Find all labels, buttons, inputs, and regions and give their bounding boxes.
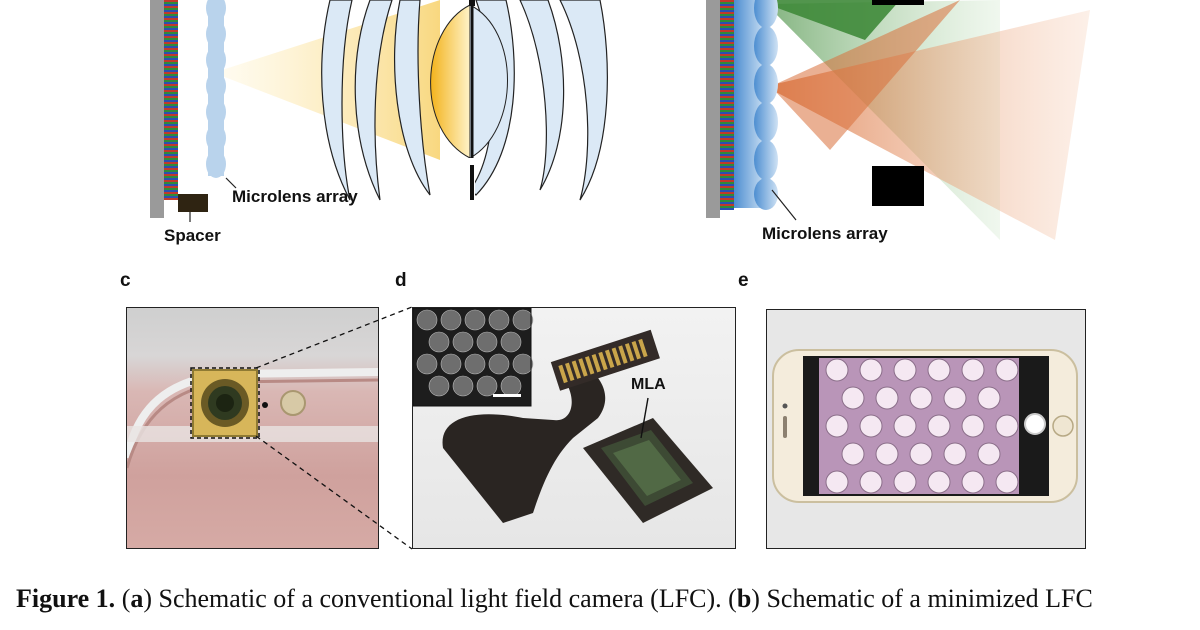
caption-text-b: ) Schematic of a minimized LFC (751, 584, 1093, 613)
microlens-array-a (206, 0, 226, 178)
panel-letter-c: c (120, 270, 131, 291)
panel-b-schematic (706, 0, 1090, 240)
main-lens-group (321, 0, 608, 201)
panel-letter-d: d (395, 270, 407, 291)
scale-bar (493, 394, 521, 397)
caption-open-a: ( (115, 584, 131, 613)
sensor-pixels-b (720, 0, 734, 210)
flex-cable (442, 363, 606, 523)
panel-a-schematic (150, 0, 608, 222)
spacer-block (178, 194, 208, 212)
shutter-button (1024, 413, 1046, 435)
aperture-block-bottom (872, 166, 924, 206)
microlens-label-b: Microlens array (762, 224, 888, 243)
aperture-block-top (872, 0, 924, 5)
panel-c-photo (126, 307, 379, 549)
caption-letter-b: b (736, 584, 752, 613)
home-button (1052, 415, 1074, 437)
panel-letter-e: e (738, 270, 749, 291)
caption-text-a: ) Schematic of a conventional light fiel… (143, 584, 737, 613)
flash (280, 390, 306, 416)
figure-caption: Figure 1. (a) Schematic of a conventiona… (16, 584, 1196, 614)
spacer-label: Spacer (164, 226, 221, 245)
mla-label: MLA (631, 376, 666, 393)
panel-d-photo: MLA (412, 307, 736, 549)
green-cone-top (772, 0, 900, 40)
sensor-pixels (164, 0, 178, 200)
microlens-array-b (734, 0, 778, 210)
figure-label: Figure 1. (16, 584, 116, 613)
sensor-substrate-b (706, 0, 720, 218)
microlens-label-a: Microlens array (232, 187, 358, 206)
panel-e-photo (766, 309, 1086, 549)
caption-letter-a: a (130, 584, 144, 613)
yellow-lens (430, 4, 471, 159)
sensor-substrate (150, 0, 164, 218)
